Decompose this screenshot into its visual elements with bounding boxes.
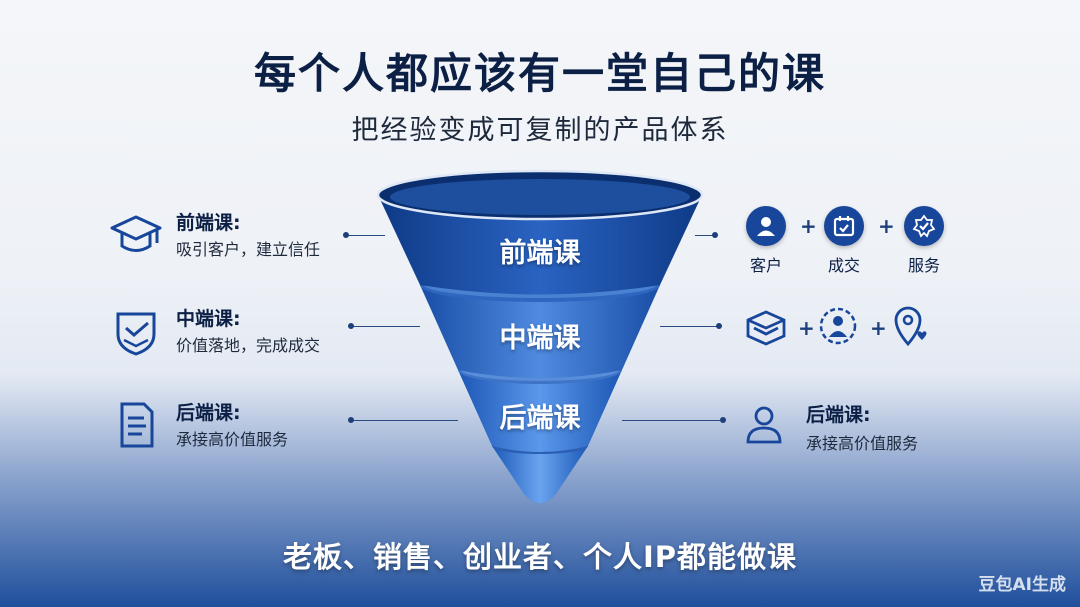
graduation-cap-icon [110, 215, 162, 252]
connector-left-back [350, 420, 458, 421]
connector-dot [720, 417, 726, 423]
right-desc-back: 承接高价值服务 [806, 434, 919, 453]
left-desc-front: 吸引客户，建立信任 [176, 240, 321, 259]
person-gear-icon [819, 307, 857, 345]
connector-right-front [695, 235, 715, 236]
connector-dot [343, 232, 349, 238]
connector-right-middle [660, 326, 718, 327]
connector-left-middle [350, 326, 420, 327]
bottom-tagline: 老板、销售、创业者、个人IP都能做课 [282, 540, 798, 574]
page-title: 每个人都应该有一堂自己的课 [253, 49, 826, 98]
right-heading-back: 后端课: [806, 404, 871, 426]
left-heading-front: 前端课: [176, 212, 241, 234]
service-badge-icon [904, 206, 944, 246]
label-customer: 客户 [749, 256, 782, 275]
connector-dot [348, 323, 354, 329]
plus-sign: + [800, 214, 817, 238]
layers-box-icon [746, 310, 786, 346]
left-heading-middle: 中端课: [176, 308, 241, 330]
watermark: 豆包AI生成 [978, 575, 1066, 595]
connector-dot [712, 232, 718, 238]
left-desc-middle: 价值落地，完成成交 [176, 336, 321, 355]
connector-left-front [345, 235, 385, 236]
person-outline-icon [746, 406, 782, 444]
plus-sign: + [870, 316, 887, 340]
funnel-label-back: 后端课 [499, 403, 581, 434]
shield-check-icon [116, 312, 156, 356]
connector-right-back [622, 420, 722, 421]
plus-sign: + [798, 316, 815, 340]
funnel-label-front: 前端课 [499, 238, 581, 269]
document-icon [120, 402, 154, 448]
label-deal: 成交 [827, 256, 860, 275]
connector-dot [348, 417, 354, 423]
label-service: 服务 [907, 256, 940, 275]
connector-dot [716, 323, 722, 329]
calendar-check-icon [824, 206, 864, 246]
left-desc-back: 承接高价值服务 [176, 430, 289, 449]
user-icon [746, 206, 786, 246]
funnel-tier-1 [376, 169, 704, 295]
plus-sign: + [878, 214, 895, 238]
left-heading-back: 后端课: [176, 402, 241, 424]
funnel-label-middle: 中端课 [499, 323, 581, 354]
location-heart-icon [894, 306, 927, 347]
page-subtitle: 把经验变成可复制的产品体系 [351, 115, 729, 146]
